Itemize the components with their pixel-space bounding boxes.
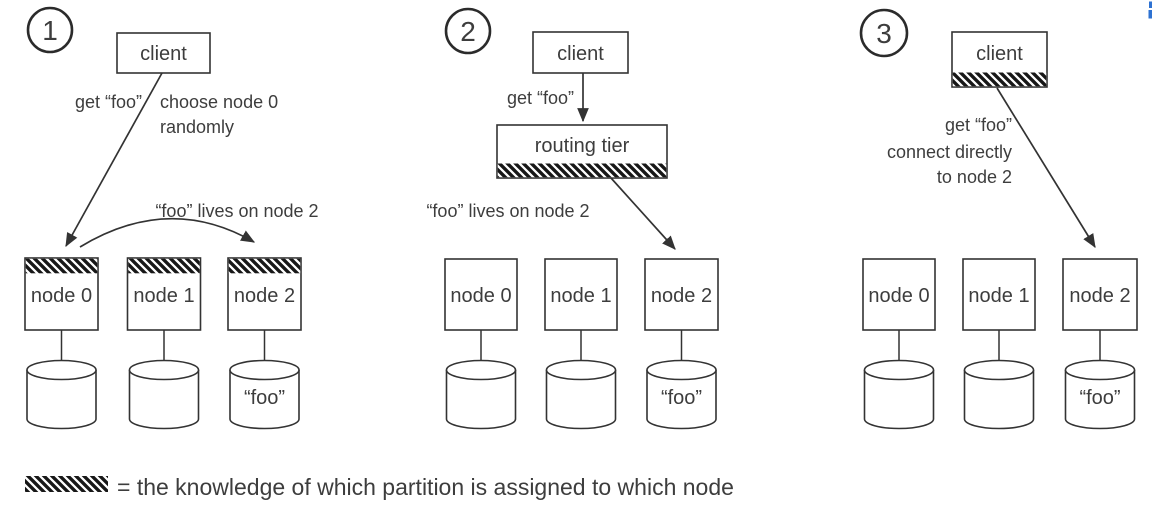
panel-2-request-label: get “foo” [507,88,574,108]
panel-3-node1-cylinder-top [963,359,1035,381]
panel-2-node1-label: node 1 [550,285,611,307]
panel-2-reply-label: “foo” lives on node 2 [426,201,589,221]
panel-3-node0-label: node 0 [868,285,929,307]
panel-2-node1-box [544,258,618,331]
panel-3-node1-label: node 1 [968,285,1029,307]
panel-2-node1-cylinder-top [545,359,617,381]
panel-3-request-line3: to node 2 [937,167,1012,187]
panel-3-number-circle [859,8,909,58]
panel-2-client-box [532,31,629,74]
panel-1-stored-key-label: “foo” [244,387,285,409]
panel-3-request-line1: get “foo” [945,115,1012,135]
panel-3-client-partition-knowledge-strip [952,72,1047,87]
panel-3-node0-box [862,258,936,331]
panel-3-node1-box [962,258,1036,331]
panel-2-number: 2 [460,16,476,47]
panel-2-node0-cylinder-top [445,359,517,381]
panel-1-reply-arc [79,217,256,248]
panel-1-node1-label: node 1 [133,285,194,307]
panel-2-number-circle [444,7,492,55]
legend-text: = the knowledge of which partition is as… [117,474,734,500]
panel-2-node0-label: node 0 [450,285,511,307]
panel-3-node2-box [1062,258,1138,331]
panel-3-node1-cylinder [963,370,1035,430]
panel-2-node0-cylinder [445,370,517,430]
panel-1-number-circle [26,6,74,54]
panel-1-node2-cylinder [229,370,300,430]
panel-2: 2 client get “foo” routing tier “foo” li… [426,7,719,430]
panel-3-node2-cylinder [1064,370,1136,430]
panel-1-node1-cylinder [128,370,200,430]
panel-2-node2-box [644,258,719,331]
screen-edge-artifact-bottom [1148,10,1152,19]
panel-3-node2-cylinder-top [1064,359,1136,381]
panel-1-number: 1 [42,15,58,46]
panel-2-node2-cylinder-top [646,359,717,381]
panel-1-node2-cylinder-top [229,359,300,381]
panel-1-node0-partition-knowledge-strip [25,258,98,274]
panel-2-stored-key-label: “foo” [661,387,702,409]
panel-2-node1-cylinder [545,370,617,430]
panel-3-node0-cylinder [863,370,935,430]
panel-3: 3 client get “foo” connect directly to n… [859,8,1138,430]
panel-1-node0-cylinder-top [26,359,97,381]
panel-1-note-line2: randomly [160,117,234,137]
legend-hatch-swatch [25,476,108,492]
screen-edge-artifact [1148,1,1152,19]
panel-2-routing-tier-partition-knowledge-strip [497,163,667,178]
panel-1-client-box [116,32,211,74]
panel-2-routing-tier-label: routing tier [535,135,630,157]
panel-3-stored-key-label: “foo” [1079,387,1120,409]
panel-2-node2-label: node 2 [651,285,712,307]
panel-3-request-line2: connect directly [887,142,1012,162]
panel-2-node0-box [444,258,518,331]
panel-1-node1-partition-knowledge-strip [128,258,200,274]
panel-1-node2-label: node 2 [234,285,295,307]
panel-2-client-label: client [557,43,604,65]
panel-3-client-label: client [976,43,1023,65]
legend: = the knowledge of which partition is as… [25,474,734,500]
panel-1: 1 client get “foo” choose node 0 randoml… [24,6,319,430]
panel-1-node0-label: node 0 [31,285,92,307]
panel-1-request-arrow [65,72,163,248]
panel-1-node1-cylinder-top [128,359,200,381]
panel-1-request-label: get “foo” [75,92,142,112]
panel-1-node0-cylinder [26,370,97,430]
panel-3-node2-label: node 2 [1069,285,1130,307]
screen-edge-artifact-top [1149,1,1152,8]
panel-2-forward-arrow [610,177,676,250]
panel-2-node2-cylinder [646,370,717,430]
panel-1-node2-partition-knowledge-strip [228,258,301,274]
panel-1-reply-label: “foo” lives on node 2 [155,201,318,221]
panel-1-client-label: client [140,43,187,65]
panel-3-number: 3 [876,18,892,49]
panel-3-node0-cylinder-top [863,359,935,381]
panel-3-request-arrow [996,87,1096,248]
panel-1-note-line1: choose node 0 [160,92,278,112]
